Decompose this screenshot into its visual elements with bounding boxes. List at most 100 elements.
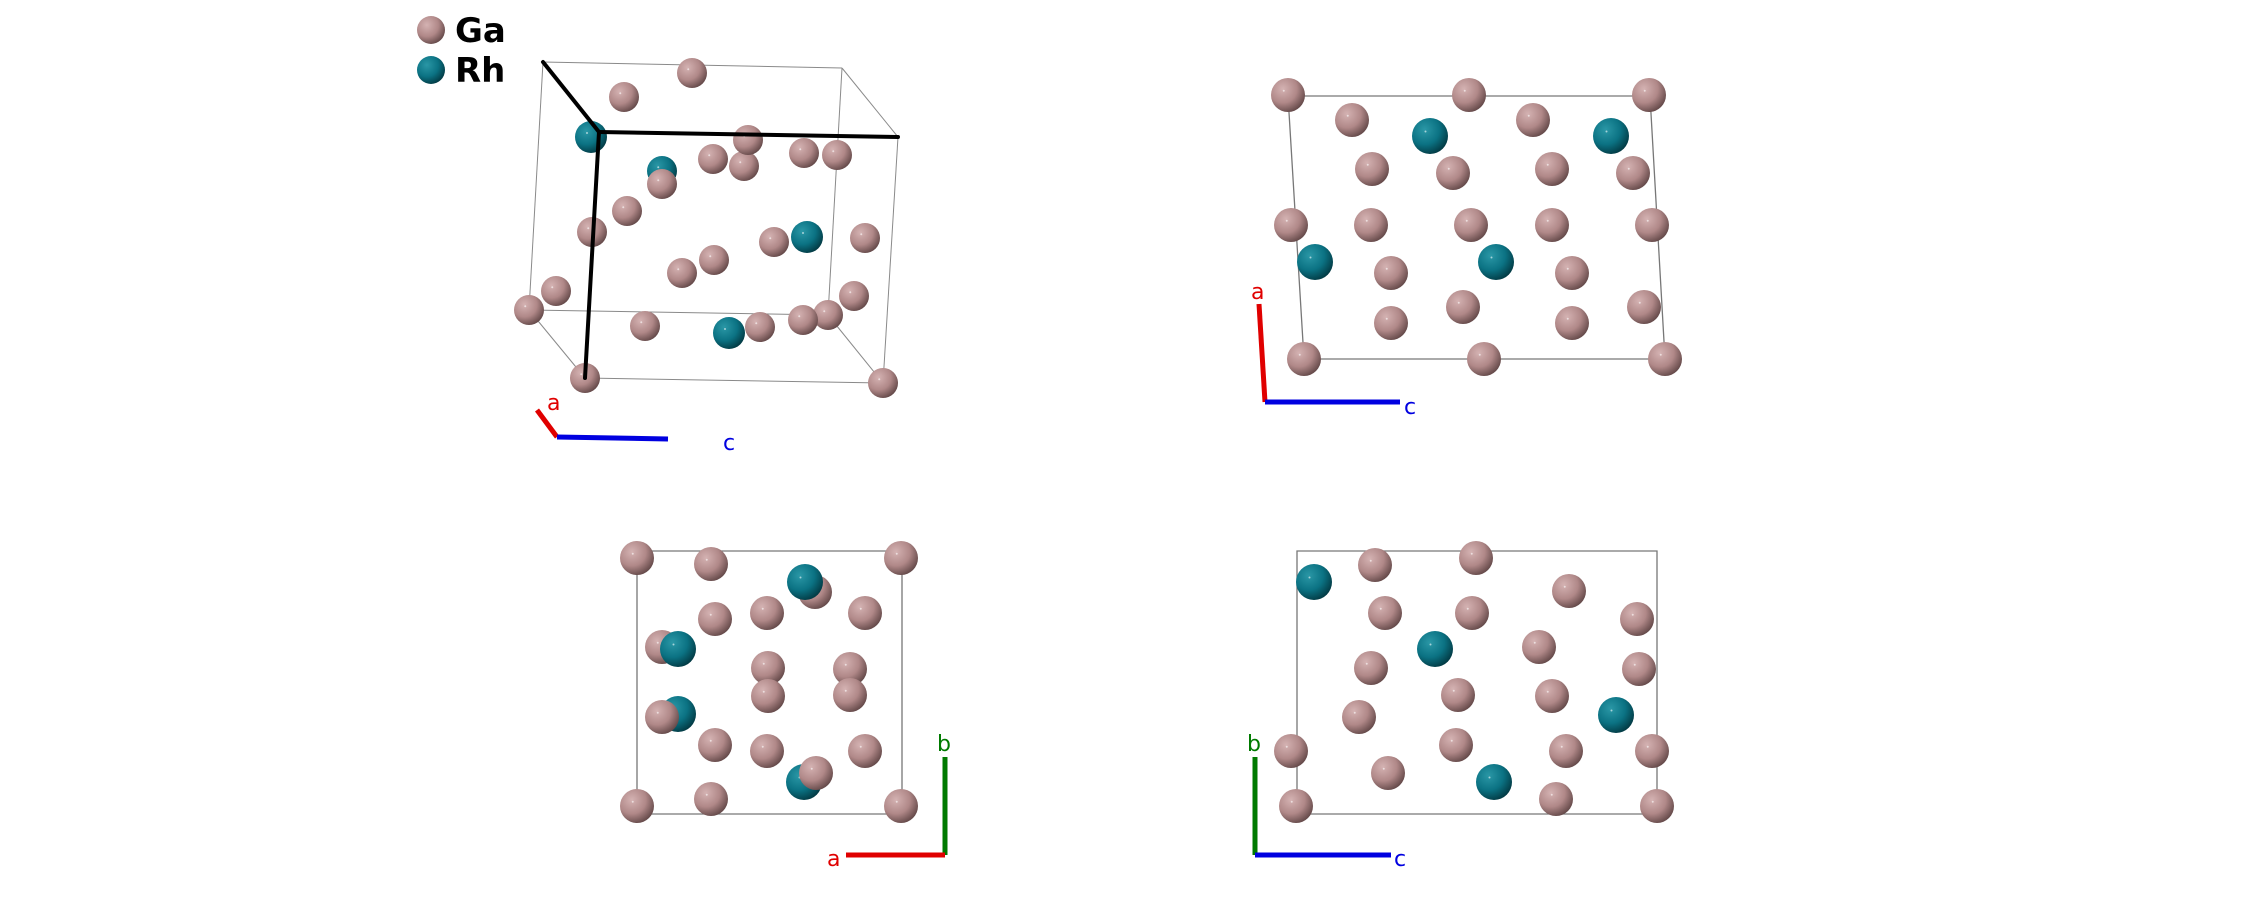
legend-rh-sphere-icon (417, 56, 445, 84)
rh-atom (1412, 118, 1448, 154)
ga-atom (677, 58, 707, 88)
unit-cell-edges (528, 61, 1666, 815)
ga-atom (694, 782, 728, 816)
ga-atom (694, 547, 728, 581)
view2-axis-a-label: a (1251, 280, 1264, 305)
ga-atom (1635, 734, 1669, 768)
ga-atom (833, 652, 867, 686)
ga-atom (1622, 652, 1656, 686)
ga-atom (1279, 789, 1313, 823)
ga-atom (1446, 290, 1480, 324)
cell-axis-edge (583, 130, 601, 380)
ga-atom (1555, 256, 1589, 290)
rh-atom (1297, 244, 1333, 280)
ga-atom (1355, 152, 1389, 186)
ga-atom (1535, 152, 1569, 186)
ga-atom (514, 295, 544, 325)
ga-atom (733, 125, 763, 155)
ga-atom (1454, 208, 1488, 242)
ga-atom (1552, 574, 1586, 608)
cell-edge (827, 67, 843, 316)
ga-atom (1635, 208, 1669, 242)
ga-atom (884, 541, 918, 575)
ga-atom (1274, 734, 1308, 768)
cell-edge (528, 61, 544, 311)
axis-c-arrow (556, 434, 669, 442)
ga-atom (1535, 208, 1569, 242)
rh-atom (575, 121, 607, 153)
ga-atom (609, 82, 639, 112)
axis-a-arrow (1256, 303, 1268, 403)
ga-atom (1516, 103, 1550, 137)
ga-atom (1467, 342, 1501, 376)
rh-atom (1296, 564, 1332, 600)
ga-atom (630, 311, 660, 341)
ga-atom (612, 196, 642, 226)
legend-rh-label: Rh (455, 51, 505, 91)
legend: Ga Rh (417, 11, 506, 91)
ga-atom (868, 368, 898, 398)
ga-atom (620, 789, 654, 823)
ga-atom (1335, 103, 1369, 137)
ga-atom (1535, 679, 1569, 713)
view1-axis-c-label: c (723, 431, 735, 456)
ga-atom (645, 700, 679, 734)
ga-atom (729, 151, 759, 181)
ga-atom (833, 678, 867, 712)
rh-atom (1598, 697, 1634, 733)
ga-atom (759, 227, 789, 257)
cell-edge (528, 309, 829, 316)
axis-indicators (534, 303, 1400, 858)
ga-atom (1616, 156, 1650, 190)
ga-atom (1549, 734, 1583, 768)
rh-atom (1593, 118, 1629, 154)
ga-atom (1287, 342, 1321, 376)
cell-axis-edge (541, 60, 601, 134)
ga-atom (750, 734, 784, 768)
ga-atom (848, 596, 882, 630)
rh-atom (660, 631, 696, 667)
ga-atom (1640, 789, 1674, 823)
ga-atom (1439, 728, 1473, 762)
ga-atom (1441, 678, 1475, 712)
ga-atom (699, 245, 729, 275)
cell-edge (882, 136, 899, 384)
cell-edge (584, 377, 884, 384)
ga-atom (541, 276, 571, 306)
ga-atom (789, 138, 819, 168)
ga-atom (647, 169, 677, 199)
ga-atom (1459, 541, 1493, 575)
ga-atom (1354, 651, 1388, 685)
rh-atom (713, 317, 745, 349)
rh-atom (1478, 244, 1514, 280)
ga-atom (822, 140, 852, 170)
ga-atom (813, 300, 843, 330)
cell-axis-edge (597, 130, 900, 139)
view4-axis-c-label: c (1394, 847, 1406, 872)
ga-atom (1648, 342, 1682, 376)
ga-atom (1452, 78, 1486, 112)
ga-atom (1368, 596, 1402, 630)
ga-atom (750, 596, 784, 630)
view1-axis-a-label: a (547, 391, 560, 416)
ga-atom (1522, 630, 1556, 664)
cell-outline (1296, 550, 1658, 815)
axis-a-arrow (534, 408, 560, 439)
rh-atom (1476, 764, 1512, 800)
ga-atom (1632, 78, 1666, 112)
ga-atom (751, 651, 785, 685)
ga-atom (698, 728, 732, 762)
view2-axis-c-label: c (1404, 395, 1416, 420)
view3-axis-b-label: b (937, 732, 951, 757)
legend-ga-sphere-icon (417, 16, 445, 44)
cell-edge (841, 67, 899, 138)
ga-atom (1371, 756, 1405, 790)
view3-axis-a-label: a (827, 847, 840, 872)
ga-atom (1374, 306, 1408, 340)
ga-atom (1342, 700, 1376, 734)
legend-ga-label: Ga (455, 11, 506, 51)
ga-atom (839, 281, 869, 311)
ga-atom (848, 734, 882, 768)
ga-atom (850, 223, 880, 253)
